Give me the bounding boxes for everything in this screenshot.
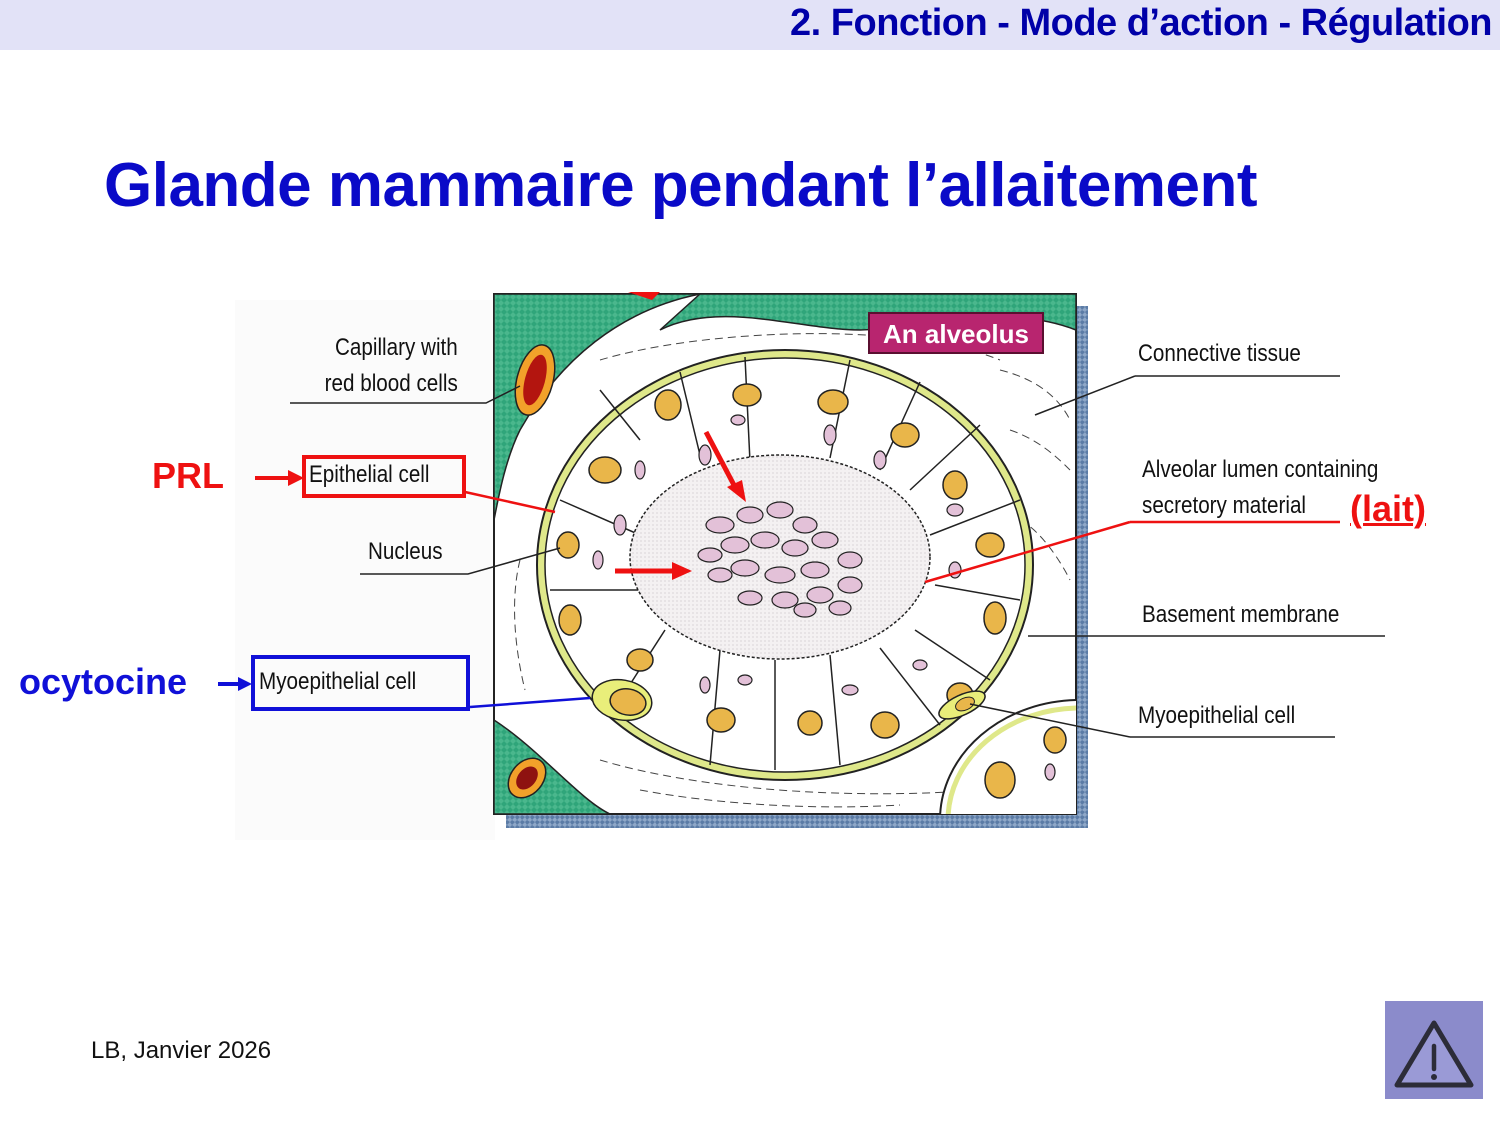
- label-basement-membrane: Basement membrane: [1142, 601, 1340, 628]
- label-alveolar-lumen: Alveolar lumen containing secretory mate…: [1142, 452, 1378, 524]
- label-nucleus: Nucleus: [368, 538, 443, 565]
- label-capillary: Capillary with red blood cells: [325, 330, 458, 402]
- myoepithelial-highlight-box: [251, 655, 470, 711]
- label-alveolar-lumen-line1: Alveolar lumen containing: [1142, 456, 1379, 483]
- label-connective-tissue: Connective tissue: [1138, 340, 1301, 367]
- label-capillary-line2: red blood cells: [324, 370, 458, 397]
- label-capillary-line1: Capillary with: [335, 334, 458, 361]
- warning-triangle-icon: [1394, 1020, 1474, 1088]
- label-myoepithelial-cell-left: Myoepithelial cell: [259, 668, 417, 695]
- annotation-prl: PRL: [152, 455, 224, 496]
- label-alveolar-lumen-line2: secretory material: [1142, 492, 1307, 519]
- annotation-lait: (lait): [1350, 488, 1426, 529]
- inset-title-badge: An alveolus: [868, 312, 1044, 354]
- slide-title: Glande mammaire pendant l’allaitement: [104, 151, 1257, 220]
- annotation-ocytocine: ocytocine: [19, 661, 188, 702]
- footer-author-date: LB, Janvier 2026: [91, 1037, 272, 1064]
- label-myoepithelial-cell-right: Myoepithelial cell: [1138, 702, 1296, 729]
- section-title: 2. Fonction - Mode d’action - Régulation: [790, 2, 1492, 44]
- warning-button[interactable]: [1385, 1001, 1483, 1099]
- epithelial-highlight-box: [302, 455, 466, 498]
- label-epithelial-cell: Epithelial cell: [309, 461, 430, 488]
- header-band: 2. Fonction - Mode d’action - Régulation: [0, 0, 1500, 50]
